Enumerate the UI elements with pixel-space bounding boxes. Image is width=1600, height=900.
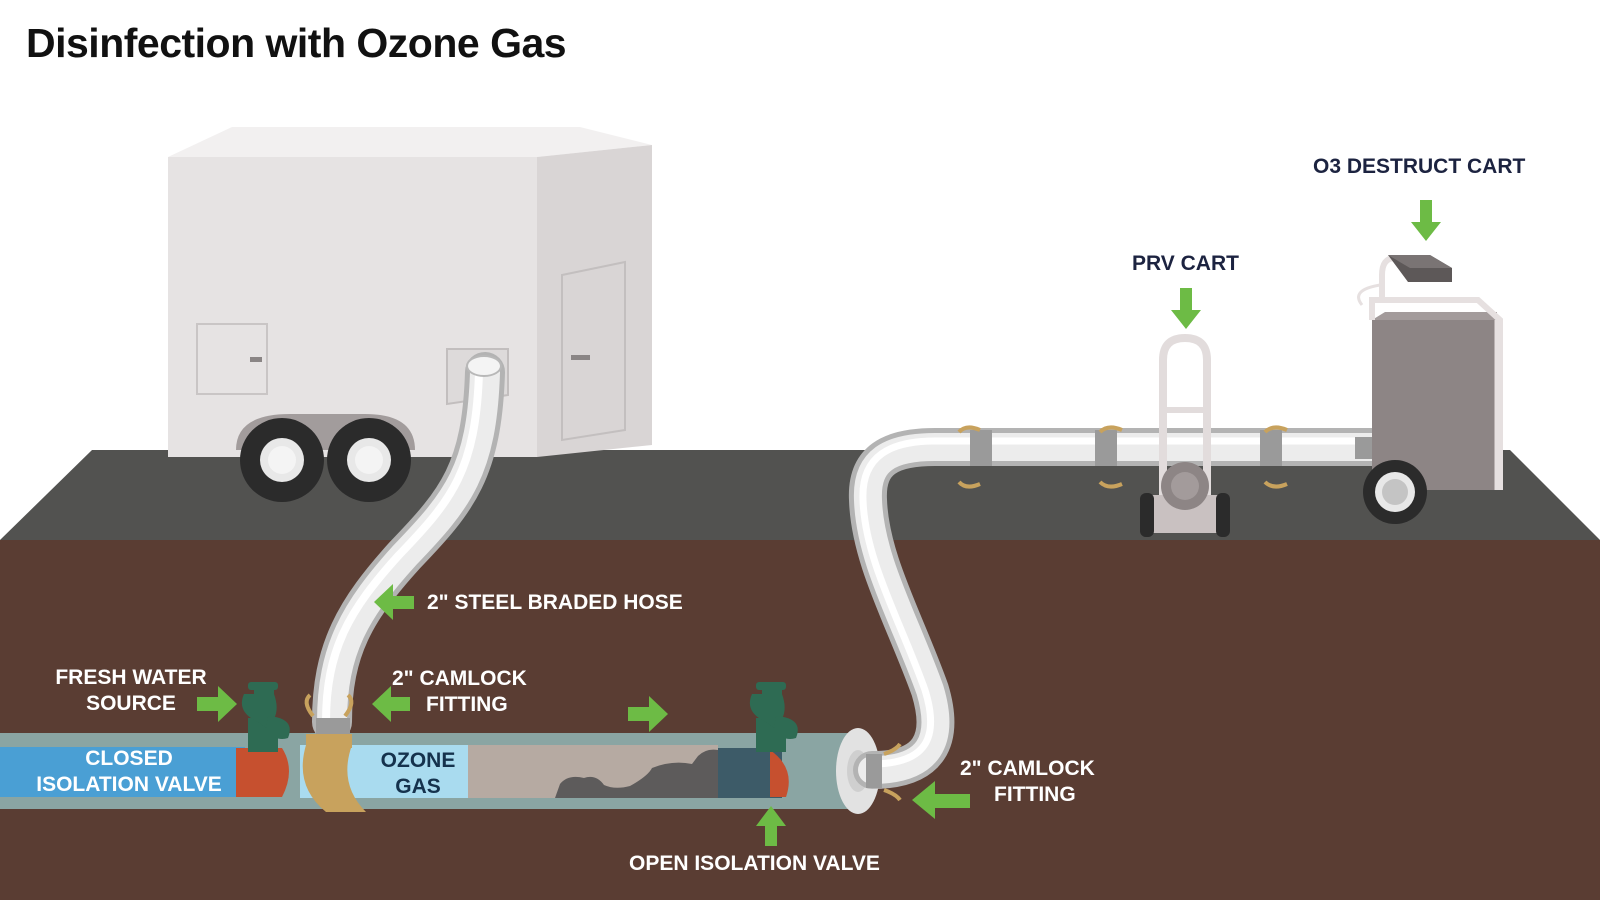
surface-pipe-fittings	[957, 425, 1373, 489]
closed-isolation-valve	[236, 682, 290, 797]
o3-destruct-cart	[1357, 254, 1503, 524]
open-isolation-valve	[749, 682, 798, 797]
page-title: Disinfection with Ozone Gas	[26, 20, 567, 66]
soil	[0, 540, 1600, 900]
camlock-fitting-left-label: 2" CAMLOCK FITTING	[392, 667, 527, 716]
return-hose	[848, 428, 1391, 802]
valve-handle	[248, 682, 278, 690]
ozone-gas-label: OZONE GAS	[380, 749, 456, 798]
arrow-left-icon	[372, 686, 410, 722]
arrow-right-icon	[197, 686, 237, 722]
trailer-hatch	[196, 323, 268, 395]
prv-cart-label: PRV CART	[1132, 252, 1239, 275]
steel-hose-label: 2" STEEL BRADED HOSE	[427, 591, 683, 614]
o3-destruct-cart-label: O3 DESTRUCT CART	[1313, 155, 1526, 178]
ozone-generator-trailer	[168, 127, 652, 502]
callout-arrows	[197, 200, 1441, 846]
arrow-left-icon	[912, 781, 970, 819]
closed-isolation-valve-label: CLOSED ISOLATION VALVE	[36, 747, 222, 796]
trailer-hatch-handle	[250, 357, 262, 362]
steel-braided-hose	[312, 352, 505, 742]
trailer-wheel	[327, 418, 411, 502]
arrow-down-icon	[1411, 200, 1441, 241]
valve-handle	[756, 682, 786, 690]
prv-cart	[1140, 333, 1230, 537]
water-main-pipe	[0, 728, 880, 814]
camlock-fitting-left	[302, 693, 366, 812]
hose-collar	[316, 718, 350, 738]
arrow-down-icon	[1171, 288, 1201, 329]
arrow-right-icon	[628, 696, 668, 732]
fresh-water-source-label: FRESH WATER SOURCE	[55, 666, 207, 715]
arrow-up-icon	[756, 806, 786, 846]
open-isolation-valve-label: OPEN ISOLATION VALVE	[629, 852, 880, 875]
trailer-door-handle	[571, 355, 590, 360]
pipe-debris	[555, 749, 718, 798]
fresh-water-section	[0, 747, 245, 797]
hose-collar	[866, 754, 882, 788]
camlock-fitting-right-label: 2" CAMLOCK FITTING	[960, 757, 1095, 806]
trailer-wheel	[240, 418, 324, 502]
arrow-left-icon	[374, 584, 414, 620]
trailer-door	[561, 260, 626, 442]
